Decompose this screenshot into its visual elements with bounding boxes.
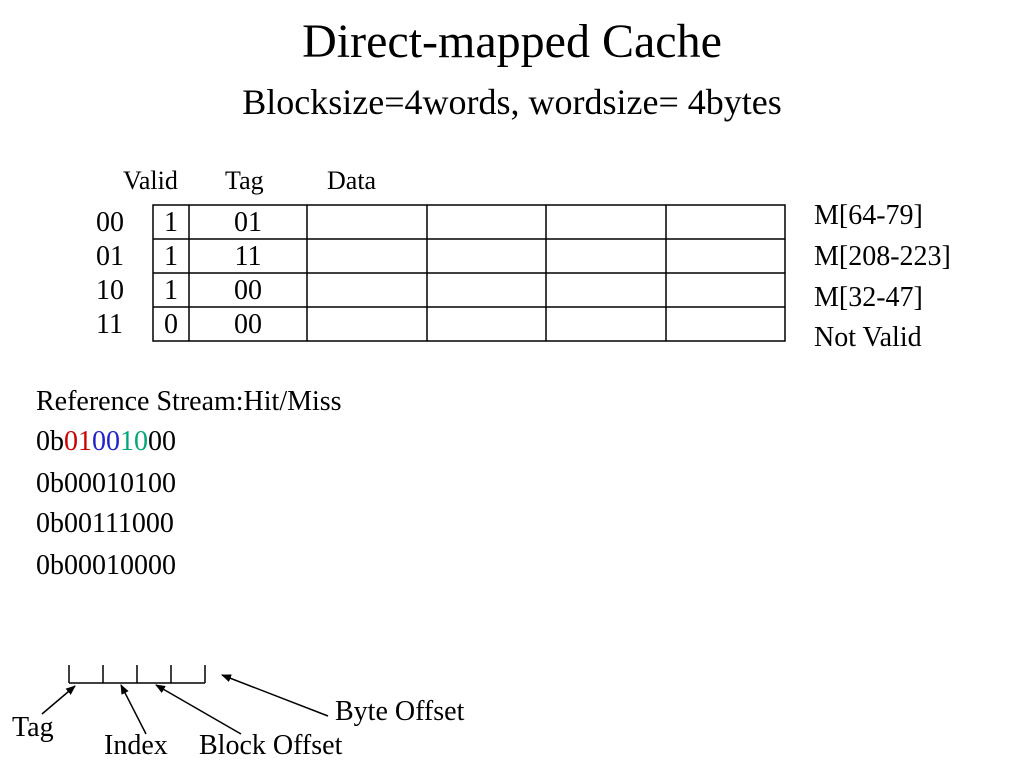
address-prefix: 0b <box>36 426 64 457</box>
row-valid-10: 1 <box>164 275 178 306</box>
row-tag-11: 00 <box>234 309 262 340</box>
row-index-00: 00 <box>96 207 124 238</box>
index-label: Index <box>104 730 168 761</box>
row-valid-01: 1 <box>164 241 178 272</box>
reference-address-4: 0b00010000 <box>36 550 176 581</box>
reference-address-3: 0b00111000 <box>36 508 174 539</box>
row-index-10: 10 <box>96 275 124 306</box>
row-mem-11: Not Valid <box>814 322 922 353</box>
row-valid-00: 1 <box>164 207 178 238</box>
row-tag-10: 00 <box>234 275 262 306</box>
header-tag: Tag <box>225 166 264 195</box>
byte-offset-bits: 00 <box>148 426 176 457</box>
tag-label: Tag <box>12 712 54 743</box>
index-bits: 00 <box>92 426 120 457</box>
header-valid: Valid <box>123 166 178 195</box>
header-data: Data <box>327 166 377 195</box>
row-mem-01: M[208-223] <box>814 241 951 272</box>
row-valid-11: 0 <box>164 309 178 340</box>
reference-address-2: 0b00010100 <box>36 468 176 499</box>
block-offset-label: Block Offset <box>199 730 343 761</box>
reference-stream-title: Reference Stream:Hit/Miss <box>36 386 342 417</box>
row-mem-10: M[32-47] <box>814 282 923 313</box>
row-index-11: 11 <box>96 309 123 340</box>
row-tag-00: 01 <box>234 207 262 238</box>
tag-arrow <box>41 685 76 715</box>
byte-offset-arrow <box>221 674 329 717</box>
byte-offset-label: Byte Offset <box>335 696 465 727</box>
row-tag-01: 11 <box>234 241 262 272</box>
reference-address-1: 0b01001000 <box>36 428 176 456</box>
page-subtitle: Blocksize=4words, wordsize= 4bytes <box>242 82 782 122</box>
row-index-01: 01 <box>96 241 124 272</box>
block-offset-arrow <box>155 684 242 735</box>
tag-bits: 01 <box>64 426 92 457</box>
row-mem-00: M[64-79] <box>814 200 923 231</box>
page-title: Direct-mapped Cache <box>302 15 722 68</box>
index-arrow <box>120 684 147 735</box>
block-offset-bits: 10 <box>120 426 148 457</box>
